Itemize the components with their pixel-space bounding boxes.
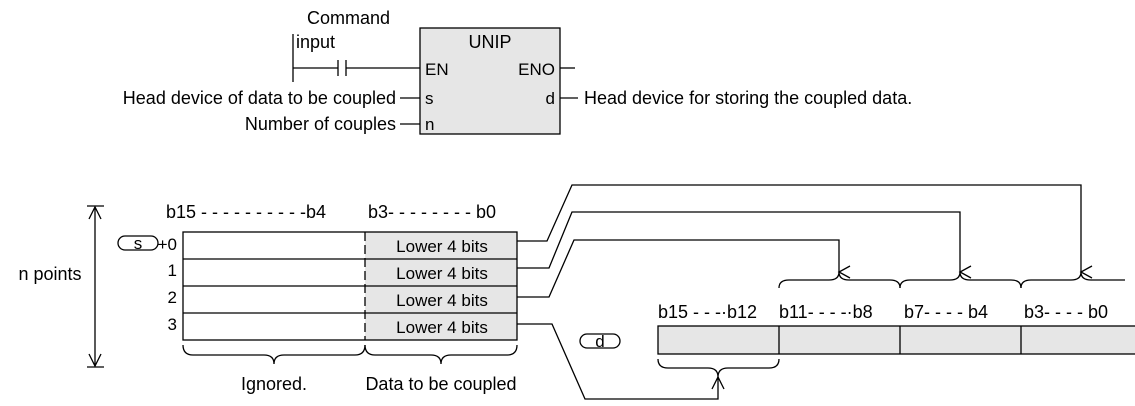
dest-bits-1: b11- - - -·b8 xyxy=(779,302,873,322)
n-points-arrowhead-top xyxy=(88,205,102,220)
arrow-row3-to-b15-b12 xyxy=(517,323,719,400)
dest-bits-0: b15 - - -·b12 xyxy=(658,302,757,322)
instruction-name: UNIP xyxy=(468,32,511,52)
source-table: b15 - - - - - - - - - -b4 b3- - - - - - … xyxy=(6,202,518,394)
lower-bits-cell-3 xyxy=(365,313,517,340)
d-description: Head device for storing the coupled data… xyxy=(584,88,912,108)
n-points-label: n points xyxy=(18,264,81,284)
arrowhead-b15-b12 xyxy=(711,375,725,390)
source-bits-high: b15 - - - - - - - - - -b4 xyxy=(166,202,326,222)
ignored-brace xyxy=(182,344,366,365)
arrow-row2-to-b11-b8 xyxy=(517,239,851,298)
row-label-0: +0 xyxy=(158,235,177,254)
dest-bits-3: b3- - - - b0 xyxy=(1024,302,1108,322)
pin-s: s xyxy=(425,89,434,108)
nibble-brace-b7-b4 xyxy=(899,271,1022,289)
pin-n: n xyxy=(425,115,434,134)
dest-word-box xyxy=(657,325,1135,355)
cell-text-3: Lower 4 bits xyxy=(396,318,488,337)
ignored-label: Ignored. xyxy=(241,374,307,394)
arrow-row0-to-b3-b0 xyxy=(517,184,1093,279)
row-label-1: 1 xyxy=(168,261,177,280)
row-label-2: 2 xyxy=(168,288,177,307)
cell-text-1: Lower 4 bits xyxy=(396,264,488,283)
n-points-label-bg xyxy=(6,263,94,285)
nibble-brace-b11-b8 xyxy=(778,271,901,289)
lower-bits-cell-0 xyxy=(365,232,517,259)
pin-eno: ENO xyxy=(518,60,555,79)
source-bits-low: b3- - - - - - - - b0 xyxy=(368,202,496,222)
lower-bits-cell-2 xyxy=(365,286,517,313)
lower-bits-cell-1 xyxy=(365,259,517,286)
coupled-brace xyxy=(364,344,518,365)
pin-en: EN xyxy=(425,60,449,79)
command-input-label-1: Command xyxy=(307,8,390,28)
s-description: Head device of data to be coupled xyxy=(123,88,396,108)
command-input-label-2: input xyxy=(296,32,335,52)
d-operand-label: d xyxy=(595,332,604,351)
cell-text-0: Lower 4 bits xyxy=(396,237,488,256)
n-description: Number of couples xyxy=(245,114,396,134)
d-operand-badge xyxy=(579,333,621,349)
dest-bits-2: b7- - - - b4 xyxy=(904,302,988,322)
n-points-arrowhead-bottom xyxy=(88,353,102,368)
nibble-brace-b3-b0 xyxy=(1020,271,1125,289)
s-operand-label: s xyxy=(134,234,143,253)
coupled-label: Data to be coupled xyxy=(365,374,516,394)
nibble-brace-b15-b12 xyxy=(657,358,780,378)
cell-text-2: Lower 4 bits xyxy=(396,291,488,310)
arrow-row1-to-b7-b4 xyxy=(517,211,972,279)
row-label-3: 3 xyxy=(168,315,177,334)
routing-arrows xyxy=(517,184,1093,400)
destination-table: b15 - - -·b12 b11- - - -·b8 b7- - - - b4… xyxy=(579,271,1135,378)
pin-d: d xyxy=(546,89,555,108)
function-block-box xyxy=(419,27,561,135)
s-operand-badge xyxy=(117,235,159,251)
ladder-block: Command input UNIP EN ENO s d n Head dev… xyxy=(123,8,912,135)
